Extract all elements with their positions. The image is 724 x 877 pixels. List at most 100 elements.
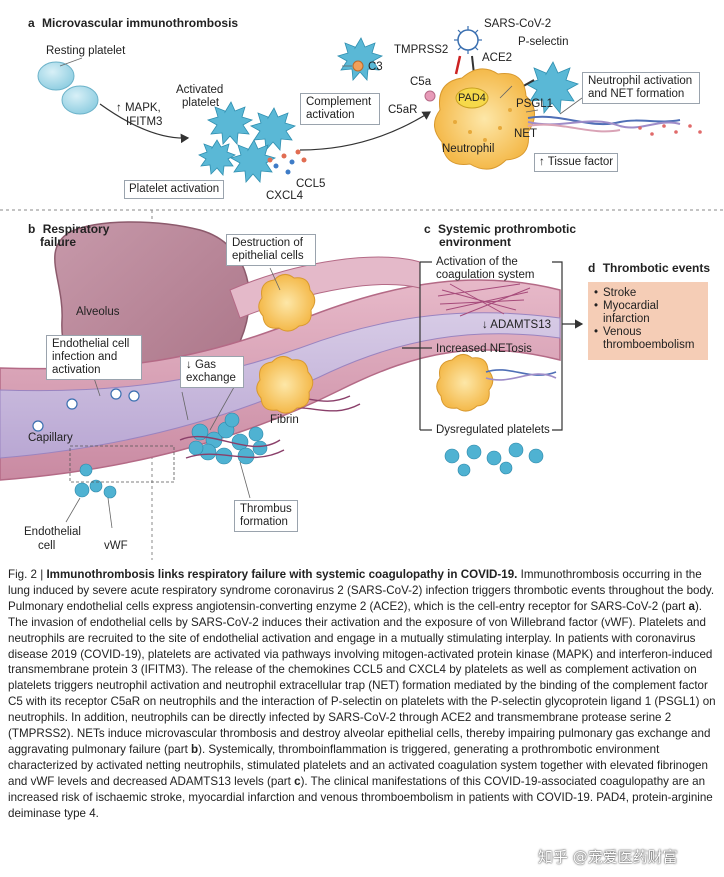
label-c3: C3 [368,61,383,73]
arrow-platelet-activation [99,103,190,144]
thrombus-line2: formation [240,516,288,528]
label-mapk-line2: IFITM3 [126,116,163,128]
endothelial-infection-line2: infection and [52,351,118,363]
neutrophil-c [436,354,494,412]
figure-illustration [0,26,724,560]
panel-b-title: b Respiratory [28,223,109,236]
event-stroke: Stroke [594,287,702,300]
watermark: 知乎 @宠爱医药财富 [538,848,678,866]
caption-s3: ). Systemically, thromboinflammation is … [8,742,708,788]
label-psgl1: PSGL1 [516,98,554,110]
label-pad4: PAD4 [458,92,486,104]
event-venous-thromboembolism: Venous thromboembolism [594,326,702,352]
neutrophil-activation-line2: and NET formation [588,88,685,100]
panel-d-letter: d [588,261,596,275]
label-platelet-activation: Platelet activation [124,180,225,199]
label-neutrophil-activation: Neutrophil activation and NET formation [582,72,700,104]
neutrophil-b1 [258,274,316,332]
gas-exchange-line2: exchange [186,372,236,384]
event-myocardial-infarction: Myocardial infarction [594,300,702,326]
arrow-platelet-neutrophil [299,111,432,151]
panel-d-title-text: Thrombotic events [602,261,711,275]
label-adamts13: ↓ ADAMTS13 [482,319,552,331]
label-tissue-factor: ↑ Tissue factor [534,153,619,172]
resting-platelet-1 [37,61,75,91]
label-neutrophil: Neutrophil [442,143,495,155]
label-activated-platelet-line2: platelet [182,97,220,109]
label-capillary: Capillary [28,432,73,444]
pad4-marker [455,87,489,109]
thrombotic-events-box: Stroke Myocardial infarction Venous thro… [588,282,708,360]
complement-line2: activation [306,109,355,121]
caption-title: Immunothrombosis links respiratory failu… [46,568,518,581]
platelet-c3 [336,37,384,81]
label-fibrin: Fibrin [270,414,299,426]
neutrophil-granules [453,98,512,142]
panel-c-title-line1: Systemic prothrombotic [438,222,577,236]
label-destruction-epithelial: Destruction of epithelial cells [226,234,316,266]
net-strands-c [485,369,557,381]
label-endothelial-infection: Endothelial cell infection and activatio… [46,335,142,380]
label-endothelial-cell-line1: Endothelial [24,526,81,538]
caption-s1: Immunothrombosis occurring in the lung i… [8,568,715,613]
label-sars-cov-2: SARS-CoV-2 [484,18,552,30]
caption-s4: ). The clinical manifestations of this C… [8,774,713,820]
bracket-c-right [552,261,563,431]
panel-c-title-line2: environment [439,235,512,249]
neutrophil-activation-line1: Neutrophil activation [588,75,693,87]
panel-a-letter: a [28,16,35,30]
virus-spikes [454,26,482,54]
label-tmprss2: TMPRSS2 [394,44,449,56]
panel-a-title: a Microvascular immunothrombosis [28,17,238,30]
label-dysregulated-platelets: Dysregulated platelets [436,424,550,436]
callout-lines-b [65,267,281,529]
label-resting-platelet: Resting platelet [46,45,126,57]
caption-ref-c: c [294,774,301,788]
label-activated-platelet-line1: Activated [176,84,224,96]
label-cxcl4: CXCL4 [266,190,304,202]
resting-platelet-2 [61,85,99,115]
panel-b-title-line2: failure [40,235,77,249]
label-mapk-line1: ↑ MAPK, [116,102,161,114]
label-ace2: ACE2 [482,52,513,64]
label-net: NET [514,128,537,140]
caption-ref-b: b [191,742,199,756]
label-coag-line1: Activation of the [436,256,518,268]
viruses-panel-b [32,388,140,432]
thrombus-line1: Thrombus [240,503,292,515]
label-p-selectin: P-selectin [518,36,569,48]
destruction-line2: epithelial cells [232,250,304,262]
label-c5a: C5a [410,76,432,88]
net-strands [527,115,681,133]
activated-platelets [198,101,297,183]
label-thrombus-formation: Thrombus formation [234,500,298,532]
platelets-endothelium [74,463,117,499]
tmprss2-receptor [454,55,462,75]
caption-ref-a: a [688,599,695,613]
panel-b-letter: b [28,222,36,236]
label-complement-activation: Complement activation [300,93,380,125]
panel-c-title: c Systemic prothrombotic [424,223,576,236]
label-netosis: Increased NETosis [436,343,532,355]
figure-caption: Fig. 2 | Immunothrombosis links respirat… [8,567,718,822]
platelet-p-selectin [525,61,579,115]
panel-b-title-line1: Respiratory [42,222,110,236]
endothelial-infection-line3: activation [52,364,101,376]
label-c5ar: C5aR [388,104,418,116]
tissue-factor-dots [638,124,702,136]
caption-s2: ). The invasion of endothelial cells by … [8,599,716,756]
label-coag-line2: coagulation system [436,269,535,281]
neutrophil-b2 [256,356,314,414]
panel-d-title: d Thrombotic events [588,262,710,275]
label-alveolus: Alveolus [76,306,120,318]
endothelial-infection-line1: Endothelial cell [52,338,130,350]
chemokine-dots [267,149,307,175]
gas-exchange-line1: ↓ Gas [186,359,217,371]
thrombus-cluster [188,412,268,465]
label-vwf: vWF [104,540,128,552]
label-endothelial-cell-line2: cell [38,540,56,552]
coagulation-mesh [437,283,531,317]
destruction-line1: Destruction of [232,237,303,249]
label-ccl5: CCL5 [296,178,326,190]
c3-molecule [352,60,364,72]
